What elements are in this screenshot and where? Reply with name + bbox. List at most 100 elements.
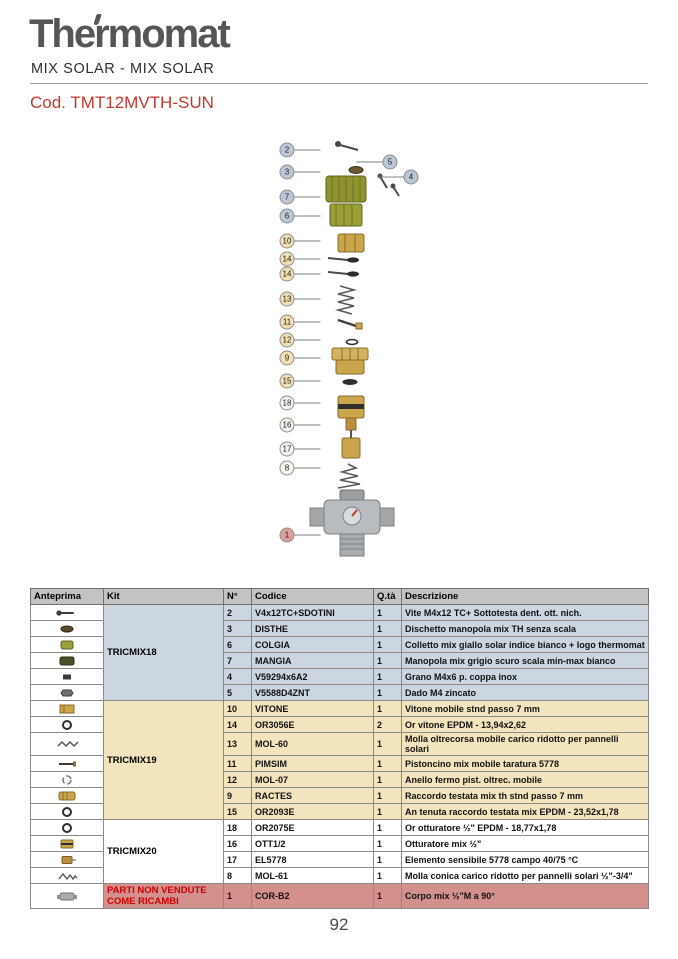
quantity-cell: 1 xyxy=(373,835,402,852)
quantity-cell: 1 xyxy=(373,652,402,669)
element-icon xyxy=(54,854,80,864)
part-spring xyxy=(334,285,358,315)
part-code-cell: MANGIA xyxy=(251,652,374,669)
shutter-icon xyxy=(54,838,80,848)
part-number-cell: 4 xyxy=(223,668,252,685)
part-knob xyxy=(325,175,367,227)
conespring-icon xyxy=(54,870,80,880)
part-number-cell: 17 xyxy=(223,851,252,868)
knob-icon xyxy=(54,655,80,665)
part-code-cell: EL5778 xyxy=(251,851,374,868)
preview-cell xyxy=(30,636,104,653)
preview-cell xyxy=(30,787,104,804)
part-number-cell: 12 xyxy=(223,771,252,788)
description-cell: Grano M4x6 p. coppa inox xyxy=(401,668,649,685)
part-number-cell: 3 xyxy=(223,620,252,637)
preview-cell xyxy=(30,732,104,756)
kit-cell: TRICMIX18 xyxy=(103,604,224,701)
part-number-cell: 1 xyxy=(223,883,252,909)
callout-11: 11 xyxy=(279,314,321,330)
part-piston xyxy=(337,318,363,330)
part-number-cell: 10 xyxy=(223,700,252,717)
kit-cell: PARTI NON VENDUTE COME RICAMBI xyxy=(103,883,224,909)
preview-cell xyxy=(30,668,104,685)
description-cell: Vitone mobile stnd passo 7 mm xyxy=(401,700,649,717)
preview-cell xyxy=(30,755,104,772)
description-cell: Or vitone EPDM - 13,94x2,62 xyxy=(401,716,649,733)
preview-cell xyxy=(30,771,104,788)
preview-cell xyxy=(30,684,104,701)
part-number-cell: 13 xyxy=(223,732,252,756)
preview-cell xyxy=(30,604,104,621)
col-header-4: Q.tà xyxy=(373,588,402,605)
part-number-cell: 14 xyxy=(223,716,252,733)
callout-18: 18 xyxy=(279,395,321,411)
quantity-cell: 1 xyxy=(373,684,402,701)
description-cell: Corpo mix ½"M a 90° xyxy=(401,883,649,909)
quantity-cell: 1 xyxy=(373,668,402,685)
preview-cell xyxy=(30,652,104,669)
part-code-cell: OR2075E xyxy=(251,819,374,836)
preview-cell xyxy=(30,716,104,733)
preview-cell xyxy=(30,700,104,717)
description-cell: Manopola mix grigio scuro scala min-max … xyxy=(401,652,649,669)
description-cell: An tenuta raccordo testata mix EPDM - 23… xyxy=(401,803,649,820)
piston-icon xyxy=(54,758,80,768)
description-cell: Dischetto manopola mix TH senza scala xyxy=(401,620,649,637)
part-shutter xyxy=(337,395,365,431)
callout-13: 13 xyxy=(279,291,321,307)
grub-icon xyxy=(54,671,80,681)
col-header-3: Codice xyxy=(251,588,374,605)
part-code-cell: COR-B2 xyxy=(251,883,374,909)
preview-cell xyxy=(30,803,104,820)
quantity-cell: 1 xyxy=(373,636,402,653)
col-header-1: Kit xyxy=(103,588,224,605)
callout-2: 2 xyxy=(279,142,321,158)
quantity-cell: 1 xyxy=(373,787,402,804)
exploded-view-illustration xyxy=(309,141,400,557)
spring-icon xyxy=(54,738,80,748)
callout-1: 1 xyxy=(279,527,321,543)
callout-6: 6 xyxy=(279,208,321,224)
page-number: 92 xyxy=(329,915,349,934)
quantity-cell: 1 xyxy=(373,771,402,788)
quantity-cell: 1 xyxy=(373,700,402,717)
part-number-cell: 5 xyxy=(223,684,252,701)
fitting-icon xyxy=(54,790,80,800)
part-number-cell: 9 xyxy=(223,787,252,804)
part-code-cell: RACTES xyxy=(251,787,374,804)
quantity-cell: 2 xyxy=(373,716,402,733)
part-code-cell: OTT1/2 xyxy=(251,835,374,852)
description-cell: Dado M4 zincato xyxy=(401,684,649,701)
cartridge-icon xyxy=(54,703,80,713)
callout-7: 7 xyxy=(279,189,321,205)
product-code: Cod. TMT12MVTH-SUN xyxy=(30,93,214,112)
part-number-cell: 8 xyxy=(223,867,252,884)
part-code-cell: V5588D4ZNT xyxy=(251,684,374,701)
callout-12: 12 xyxy=(279,332,321,348)
part-code-cell: OR2093E xyxy=(251,803,374,820)
description-cell: Pistoncino mix mobile taratura 5778 xyxy=(401,755,649,772)
description-cell: Otturatore mix ½" xyxy=(401,835,649,852)
part-head-fitting xyxy=(331,347,369,375)
callout-14: 14 xyxy=(279,266,321,282)
part-element xyxy=(341,430,361,459)
kit-cell: TRICMIX20 xyxy=(103,819,224,884)
kit-cell: TRICMIX19 xyxy=(103,700,224,820)
description-cell: Or otturatore ½" EPDM - 18,77x1,78 xyxy=(401,819,649,836)
preview-cell xyxy=(30,851,104,868)
screw-icon xyxy=(54,607,80,617)
part-code-cell: MOL-07 xyxy=(251,771,374,788)
preview-cell xyxy=(30,620,104,637)
disc-icon xyxy=(54,623,80,633)
